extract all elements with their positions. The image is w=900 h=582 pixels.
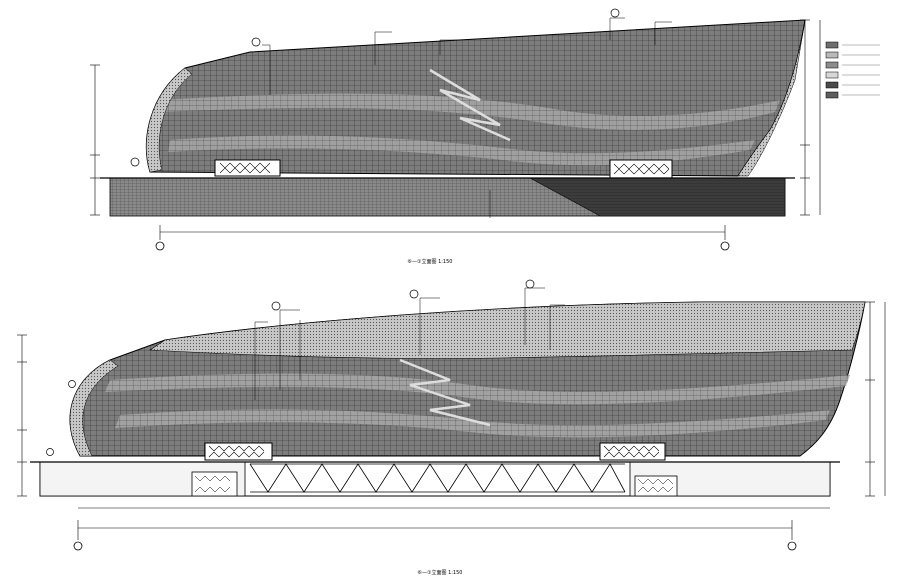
axis-bubble-left-bottom [73, 541, 83, 551]
leader-lines-top [262, 17, 672, 218]
facade-left-edge-top [146, 67, 193, 173]
facade-zigzag-top [429, 68, 511, 142]
basement-door-left [191, 471, 238, 497]
callout-bubble-bottom-4 [68, 380, 76, 388]
callout-bubble-top-1 [251, 37, 261, 47]
legend-swatch [825, 51, 839, 59]
axis-bubble-left-top [155, 241, 165, 251]
leader-lines-bottom [254, 287, 565, 400]
dimension-left-top [90, 64, 100, 216]
entrance-frame-right-bottom [599, 442, 666, 461]
facade-right-edge-top [737, 19, 806, 177]
elevation-top: ⑥—①立面图 1:150 [90, 8, 821, 265]
facade-band-bottom-2 [115, 409, 830, 438]
dimension-right-top [800, 19, 821, 216]
drawing-caption-top: ⑥—①立面图 1:150 [408, 258, 453, 265]
legend-swatch [825, 91, 839, 99]
facade-band-1 [158, 93, 780, 130]
callout-bubble-bottom-1 [271, 301, 281, 311]
entrance-pattern-left-top [219, 162, 271, 174]
entrance-pattern-right-bottom [603, 445, 660, 458]
basement-door-right [634, 475, 678, 497]
entrance-pattern-right-top [613, 163, 670, 175]
dimension-left-bottom [17, 334, 27, 497]
basement-door-left-pattern [194, 475, 231, 493]
callout-bubble-top-2 [610, 8, 620, 18]
callout-bubble-top-3 [130, 157, 140, 167]
legend-swatch [825, 61, 839, 69]
facade-zigzag-bottom [399, 358, 491, 427]
legend-swatch [825, 81, 839, 89]
dimension-right-bottom [865, 301, 886, 497]
legend-swatch [825, 41, 839, 49]
callout-bubble-bottom-5 [46, 448, 54, 456]
callout-bubble-bottom-3 [525, 279, 535, 289]
facade-band-2 [168, 135, 755, 166]
entrance-frame-left-bottom [204, 442, 273, 461]
legend-swatch [825, 71, 839, 79]
facade-band-bottom-1 [105, 373, 850, 405]
bridge-truss [249, 463, 626, 493]
entrance-pattern-left-bottom [208, 445, 265, 458]
basement-door-right-pattern [637, 478, 674, 493]
axis-bubble-right-bottom [787, 541, 797, 551]
roof-band-bottom [149, 301, 866, 359]
facade-left-edge-bottom [69, 359, 119, 457]
overall-dimension-top [159, 225, 726, 240]
axis-bubble-right-top [720, 241, 730, 251]
drawing-caption-bottom: ⑥—①立面图 1:150 [418, 569, 463, 576]
elevation-bottom: ⑥—①立面图 1:150 [17, 279, 886, 576]
material-legend [825, 41, 880, 99]
callout-bubble-bottom-2 [409, 289, 419, 299]
overall-dimension-bottom [77, 507, 830, 540]
